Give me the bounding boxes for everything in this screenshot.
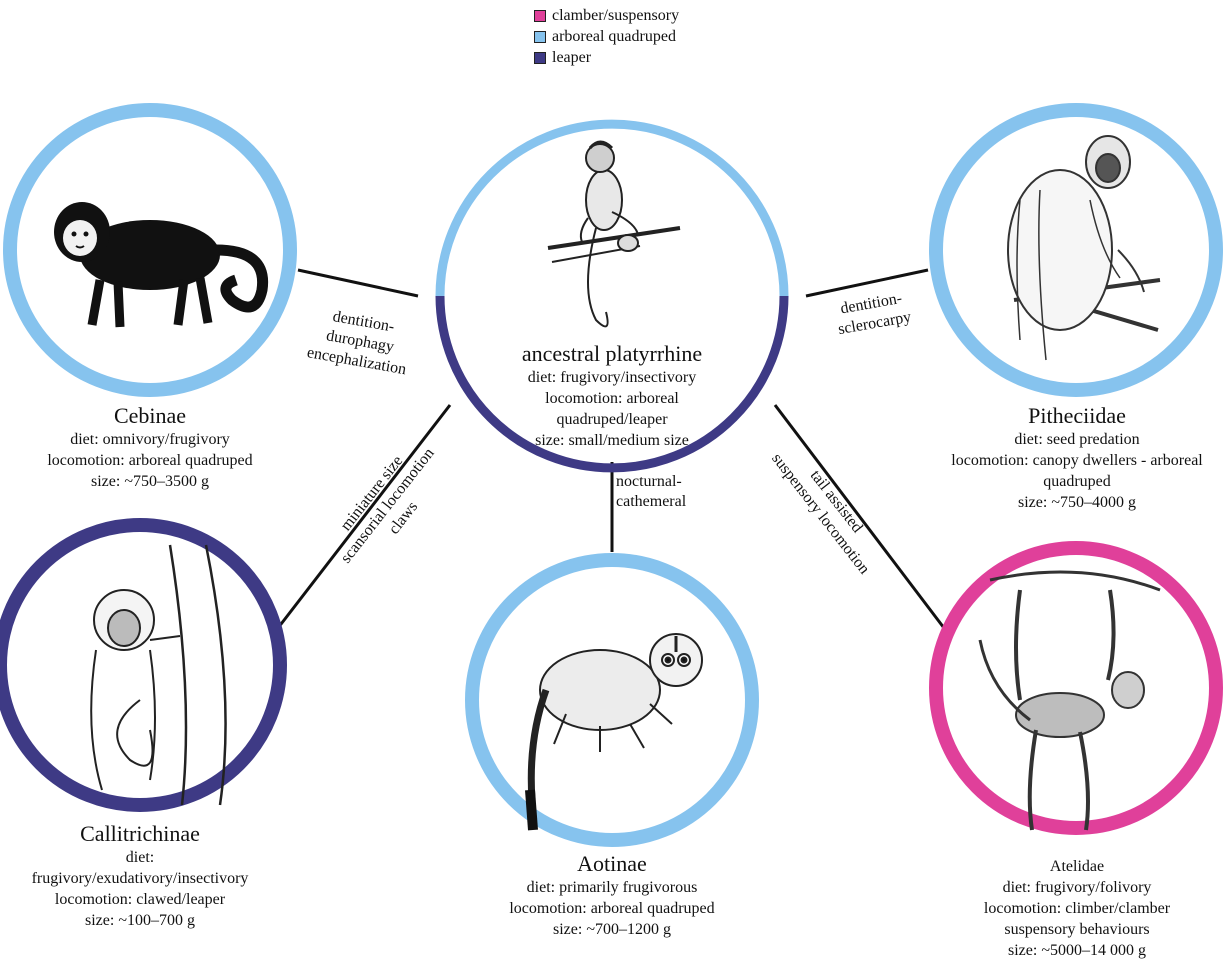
node-pitheciidae-diet: diet: seed predation (922, 429, 1232, 450)
node-atelidae-diet: diet: frugivory/folivory (932, 877, 1222, 898)
node-cebinae-diet: diet: omnivory/frugivory (0, 429, 300, 450)
node-atelidae-caption: Atelidae diet: frugivory/folivory locomo… (932, 856, 1222, 961)
edge-aotinae-line1: nocturnal- (616, 472, 746, 492)
legend-label-leaper: leaper (552, 47, 591, 68)
edge-cebinae-line (298, 270, 418, 296)
node-atelidae-name: Atelidae (932, 856, 1222, 877)
node-aotinae-size: size: ~700–1200 g (462, 919, 762, 940)
node-aotinae-caption: Aotinae diet: primarily frugivorous loco… (462, 850, 762, 940)
legend-swatch-arboreal (534, 31, 546, 43)
node-atelidae-size: size: ~5000–14 000 g (932, 940, 1222, 961)
legend-label-arboreal: arboreal quadruped (552, 26, 676, 47)
legend: clamber/suspensory arboreal quadruped le… (534, 5, 679, 68)
node-callitrichinae-diet: diet: (0, 847, 280, 868)
node-callitrichinae-name: Callitrichinae (0, 820, 280, 847)
legend-item-leaper: leaper (534, 47, 679, 68)
node-callitrichinae-ring (0, 525, 280, 805)
node-callitrichinae-caption: Callitrichinae diet: frugivory/exudativo… (0, 820, 280, 931)
node-pitheciidae-locomotion-cont: quadruped (922, 471, 1232, 492)
node-cebinae-name: Cebinae (0, 402, 300, 429)
node-atelidae-ring (936, 548, 1216, 828)
node-aotinae-diet: diet: primarily frugivorous (462, 877, 762, 898)
node-center-diet: diet: frugivory/insectivory (472, 367, 752, 388)
node-aotinae-name: Aotinae (462, 850, 762, 877)
legend-swatch-leaper (534, 52, 546, 64)
node-center-caption: ancestral platyrrhine diet: frugivory/in… (472, 340, 752, 451)
node-callitrichinae-locomotion: locomotion: clawed/leaper (0, 889, 280, 910)
edge-aotinae-line2: cathemeral (616, 492, 746, 512)
node-center-size: size: small/medium size (472, 430, 752, 451)
node-aotinae-locomotion: locomotion: arboreal quadruped (462, 898, 762, 919)
node-center-name: ancestral platyrrhine (472, 340, 752, 367)
node-atelidae-locomotion-cont: suspensory behaviours (932, 919, 1222, 940)
node-callitrichinae-diet-cont: frugivory/exudativory/insectivory (0, 868, 280, 889)
node-cebinae-size: size: ~750–3500 g (0, 471, 300, 492)
node-pitheciidae-name: Pitheciidae (922, 402, 1232, 429)
node-cebinae-caption: Cebinae diet: omnivory/frugivory locomot… (0, 402, 300, 492)
legend-item-clamber: clamber/suspensory (534, 5, 679, 26)
node-center-locomotion-cont: quadruped/leaper (472, 409, 752, 430)
edge-aotinae-label: nocturnal- cathemeral (616, 472, 746, 512)
node-pitheciidae-caption: Pitheciidae diet: seed predation locomot… (922, 402, 1232, 513)
node-pitheciidae-size: size: ~750–4000 g (922, 492, 1232, 513)
node-center-locomotion: locomotion: arboreal (472, 388, 752, 409)
node-atelidae-locomotion: locomotion: climber/clamber (932, 898, 1222, 919)
node-pitheciidae-locomotion: locomotion: canopy dwellers - arboreal (922, 450, 1232, 471)
node-callitrichinae-size: size: ~100–700 g (0, 910, 280, 931)
node-cebinae-locomotion: locomotion: arboreal quadruped (0, 450, 300, 471)
legend-item-arboreal: arboreal quadruped (534, 26, 679, 47)
legend-label-clamber: clamber/suspensory (552, 5, 679, 26)
legend-swatch-clamber (534, 10, 546, 22)
